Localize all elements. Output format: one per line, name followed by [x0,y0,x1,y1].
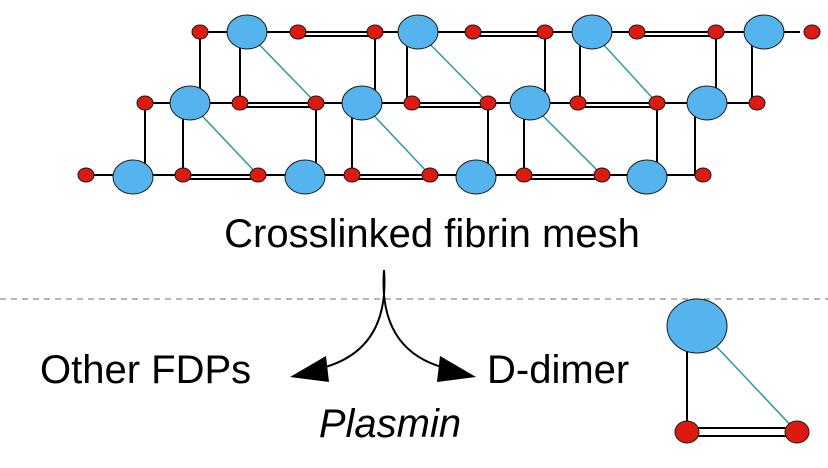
e-domain-node [289,24,307,40]
e-domain-node [479,95,497,111]
e-domain-node [707,24,725,40]
e-domain-node [231,95,249,111]
plasmin-cleavage-arrows [290,269,476,382]
d-domain-node [112,159,154,195]
left-arrowhead-icon [290,356,329,382]
d-domain-node [686,85,728,121]
d-domain-node [226,14,268,50]
e-domain-node [174,167,192,183]
e-domain-node [249,167,267,183]
d-dimer-structure [666,298,810,444]
other-fdps-label: Other FDPs [40,348,251,392]
d-domain-node [341,85,383,121]
e-domain-node [515,167,533,183]
d-domain-node [284,159,326,195]
right-arrow-curve [382,269,446,369]
e-domain-node [694,167,712,183]
e-domain-node [307,95,325,111]
d-domain-node [169,85,211,121]
d-domain-node [397,14,439,50]
e-domain-node [366,24,384,40]
e-domain-node [674,420,700,444]
e-domain-node [464,24,482,40]
left-arrow-curve [321,269,386,369]
e-domain-node [421,167,439,183]
crosslinked-fibrin-mesh [77,14,821,195]
e-domain-node [536,24,554,40]
d-domain-node [455,159,497,195]
e-domain-node [784,420,810,444]
d-domain-node [571,14,613,50]
e-domain-node [803,24,821,40]
d-domain-node [626,159,668,195]
e-domain-node [569,95,587,111]
e-domain-node [136,95,154,111]
d-domain-node [509,85,551,121]
mesh-caption: Crosslinked fibrin mesh [224,212,640,256]
e-domain-node [191,24,209,40]
plasmin-label: Plasmin [319,402,461,446]
d-domain-node [743,14,785,50]
e-domain-node [403,95,421,111]
d-domain-node [666,298,728,354]
e-domain-node [628,24,646,40]
e-domain-node [343,167,361,183]
e-domain-node [748,95,766,111]
e-domain-node [593,167,611,183]
e-domain-node [648,95,666,111]
right-arrowhead-icon [437,356,476,382]
e-domain-node [77,167,95,183]
d-dimer-label: D-dimer [487,348,629,392]
